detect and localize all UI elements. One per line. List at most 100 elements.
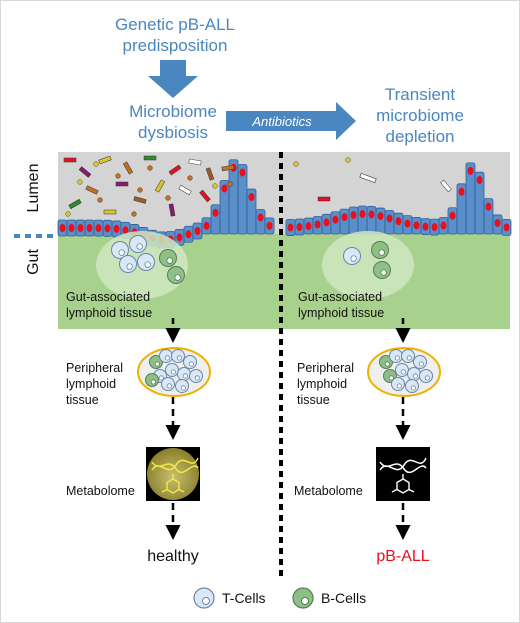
cell-nucleus <box>494 218 501 227</box>
bacterium <box>85 185 99 195</box>
cell-nucleus <box>377 212 384 221</box>
cell-nucleus <box>396 383 402 389</box>
bacterium <box>78 166 92 178</box>
cell-nucleus <box>59 224 66 233</box>
depletion-line2: microbiome <box>376 106 464 125</box>
epithelial-cell <box>375 207 386 235</box>
cell-nucleus <box>68 224 75 233</box>
cell-nucleus <box>323 218 330 227</box>
cell-nucleus <box>221 184 228 193</box>
cell-nucleus <box>144 261 151 268</box>
galt-label-left-2: lymphoid tissue <box>66 306 152 320</box>
dysbiosis-line2: dysbiosis <box>138 123 208 142</box>
bacterium <box>115 181 129 187</box>
dysbiosis-line1: Microbiome <box>129 102 217 121</box>
bacterium <box>205 167 215 181</box>
cell-nucleus <box>174 274 181 281</box>
cell-nucleus <box>485 202 492 211</box>
bacterium <box>440 179 452 193</box>
cell-nucleus <box>118 249 125 256</box>
cell-nucleus <box>406 355 412 361</box>
bacterium <box>68 198 82 210</box>
cell-nucleus <box>431 223 438 232</box>
cell-nucleus <box>424 375 430 381</box>
depletion-line3: depletion <box>385 127 454 146</box>
peripheral-label-left-3: tissue <box>66 393 99 407</box>
galt-label-right-1: Gut-associated <box>298 290 382 304</box>
cell-nucleus <box>386 214 393 223</box>
bacterium-coccus <box>65 211 71 217</box>
molecule-icon <box>391 474 415 494</box>
bacterium-coccus <box>131 211 137 217</box>
bacterium-coccus <box>165 195 171 201</box>
bacterium-coccus <box>227 181 233 187</box>
cell-nucleus <box>296 223 303 232</box>
predisposition-line1: Genetic pB-ALL <box>115 15 235 34</box>
outcome-pb-all: pB-ALL <box>376 548 429 565</box>
bacteria-group <box>63 155 452 217</box>
cell-nucleus <box>404 219 411 228</box>
cell-nucleus <box>287 223 294 232</box>
cell-nucleus <box>185 230 192 239</box>
down-arrow-icon <box>148 60 198 98</box>
cell-nucleus <box>194 227 201 236</box>
antibiotics-arrow <box>226 102 356 140</box>
cell-nucleus <box>77 224 84 233</box>
cell-nucleus <box>158 375 164 381</box>
bacterium <box>154 179 166 193</box>
bacterium-coccus <box>212 183 218 189</box>
bacterium-coccus <box>97 197 103 203</box>
antibiotics-label: Antibiotics <box>251 114 312 129</box>
cell-nucleus <box>314 220 321 229</box>
cell-nucleus <box>150 379 156 385</box>
peripheral-label-right-1: Peripheral <box>297 361 354 375</box>
gut-label: Gut <box>25 249 42 275</box>
epithelial-cell <box>339 208 350 235</box>
depletion-line1: Transient <box>385 85 456 104</box>
cell-nucleus <box>176 355 182 361</box>
cell-nucleus <box>410 385 416 391</box>
cell-nucleus <box>400 369 406 375</box>
bacterium <box>143 155 157 161</box>
cell-nucleus <box>476 176 483 185</box>
cell-nucleus <box>113 224 120 233</box>
bacterium-coccus <box>187 175 193 181</box>
bacterium <box>359 172 377 184</box>
cell-nucleus <box>394 355 400 361</box>
cell-nucleus <box>341 213 348 222</box>
bacterium-coccus <box>147 165 153 171</box>
bacterium <box>317 196 331 202</box>
cell-nucleus <box>350 211 357 220</box>
galt-label-left-1: Gut-associated <box>66 290 150 304</box>
bacterium <box>188 158 202 166</box>
cell-nucleus <box>384 361 390 367</box>
galt-label-right-2: lymphoid tissue <box>298 306 384 320</box>
bacterium <box>168 164 182 176</box>
cell-nucleus <box>164 355 170 361</box>
epithelial-cell <box>447 207 458 235</box>
epithelium <box>57 159 512 249</box>
dna-icon <box>151 457 199 474</box>
cell-nucleus <box>239 168 246 177</box>
cell-nucleus <box>182 373 188 379</box>
cell-nucleus <box>122 226 129 235</box>
galt-ellipse-right <box>322 231 414 299</box>
bacterium <box>178 184 192 196</box>
bacterium <box>199 189 211 203</box>
bacterium-coccus <box>115 173 121 179</box>
bacterium <box>103 209 117 215</box>
bacterium-coccus <box>77 179 83 185</box>
dna-icon <box>379 457 427 474</box>
bacterium-coccus <box>93 161 99 167</box>
cell-nucleus <box>257 213 264 222</box>
galt-cells <box>111 235 391 284</box>
cell-nucleus <box>368 210 375 219</box>
metabolome-label-right: Metabolome <box>294 484 363 498</box>
cell-nucleus <box>413 221 420 230</box>
lumen-label: Lumen <box>25 164 42 213</box>
cell-nucleus <box>503 223 510 232</box>
peripheral-label-left-2: lymphoid <box>66 377 116 391</box>
cell-nucleus <box>395 217 402 226</box>
bacterium <box>133 196 147 204</box>
